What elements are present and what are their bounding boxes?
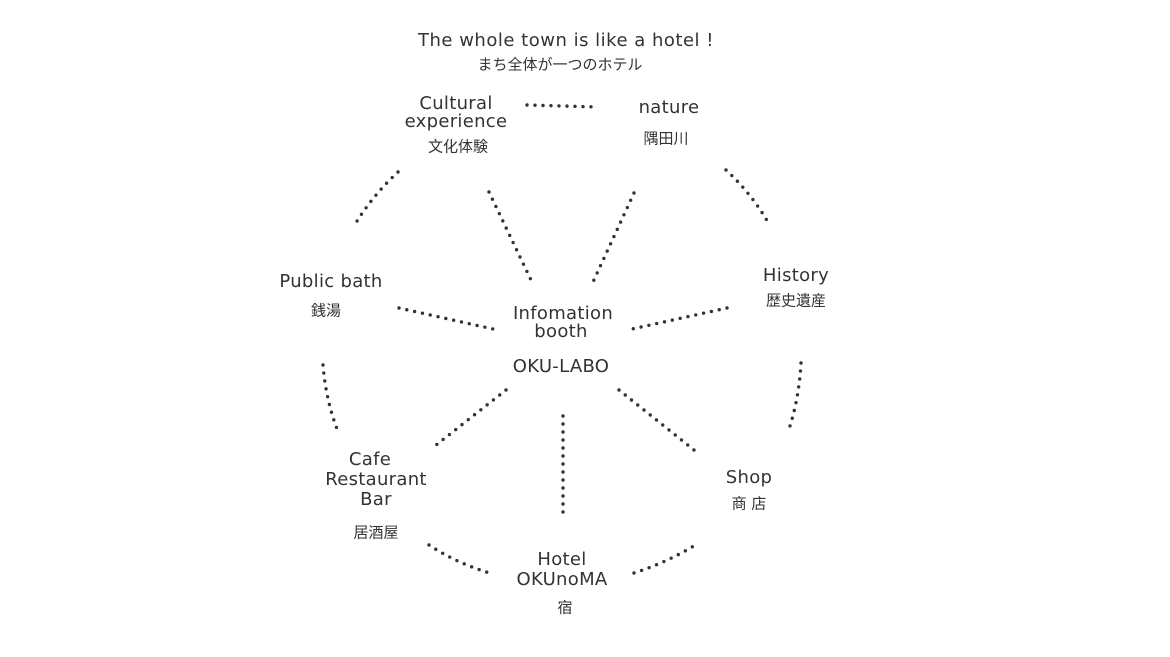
center-label-1: Infomation: [512, 303, 614, 324]
title-en: The whole town is like a hotel !: [418, 30, 714, 51]
link-center-shop: [617, 388, 696, 452]
shop-label: Shop: [725, 467, 773, 488]
link-nature-center: [591, 191, 636, 284]
link-center-cafe: [429, 388, 508, 451]
link-publicbath-center: [397, 306, 495, 331]
center-label-2: booth: [534, 321, 588, 342]
public-bath-jp: 銭湯: [310, 301, 342, 320]
link-cultural-publicbath: [352, 170, 400, 228]
hotel-label-2: OKUnoMA: [516, 569, 608, 590]
history-jp: 歴史遺産: [765, 291, 827, 310]
hotel-jp: 宿: [557, 598, 573, 617]
history-label: History: [762, 265, 830, 286]
link-history-shop: [786, 361, 803, 434]
hotel-label-1: Hotel: [537, 549, 587, 570]
cultural-label-2: experience: [404, 111, 508, 132]
link-history-center: [630, 306, 729, 331]
nature-jp: 隅田川: [643, 129, 689, 148]
public-bath-label: Public bath: [279, 271, 383, 292]
link-cafe-hotel: [427, 543, 495, 576]
nature-label: nature: [638, 97, 700, 118]
link-nature-history: [724, 168, 771, 226]
link-hotel-shop: [632, 542, 699, 575]
cafe-label-1: Cafe: [348, 449, 392, 470]
cafe-label-3: Bar: [360, 489, 392, 510]
cafe-jp: 居酒屋: [353, 523, 399, 542]
shop-jp: 商 店: [731, 494, 767, 513]
link-publicbath-cafe: [321, 363, 341, 436]
center-name: OKU-LABO: [512, 356, 610, 377]
link-cultural-center: [487, 190, 533, 282]
cultural-label-1: Cultural: [419, 93, 493, 114]
title-jp: まち全体が一つのホテル: [477, 55, 643, 74]
link-cultural-nature: [525, 103, 600, 109]
cafe-label-2: Restaurant: [325, 469, 427, 490]
cultural-jp: 文化体験: [427, 137, 489, 156]
